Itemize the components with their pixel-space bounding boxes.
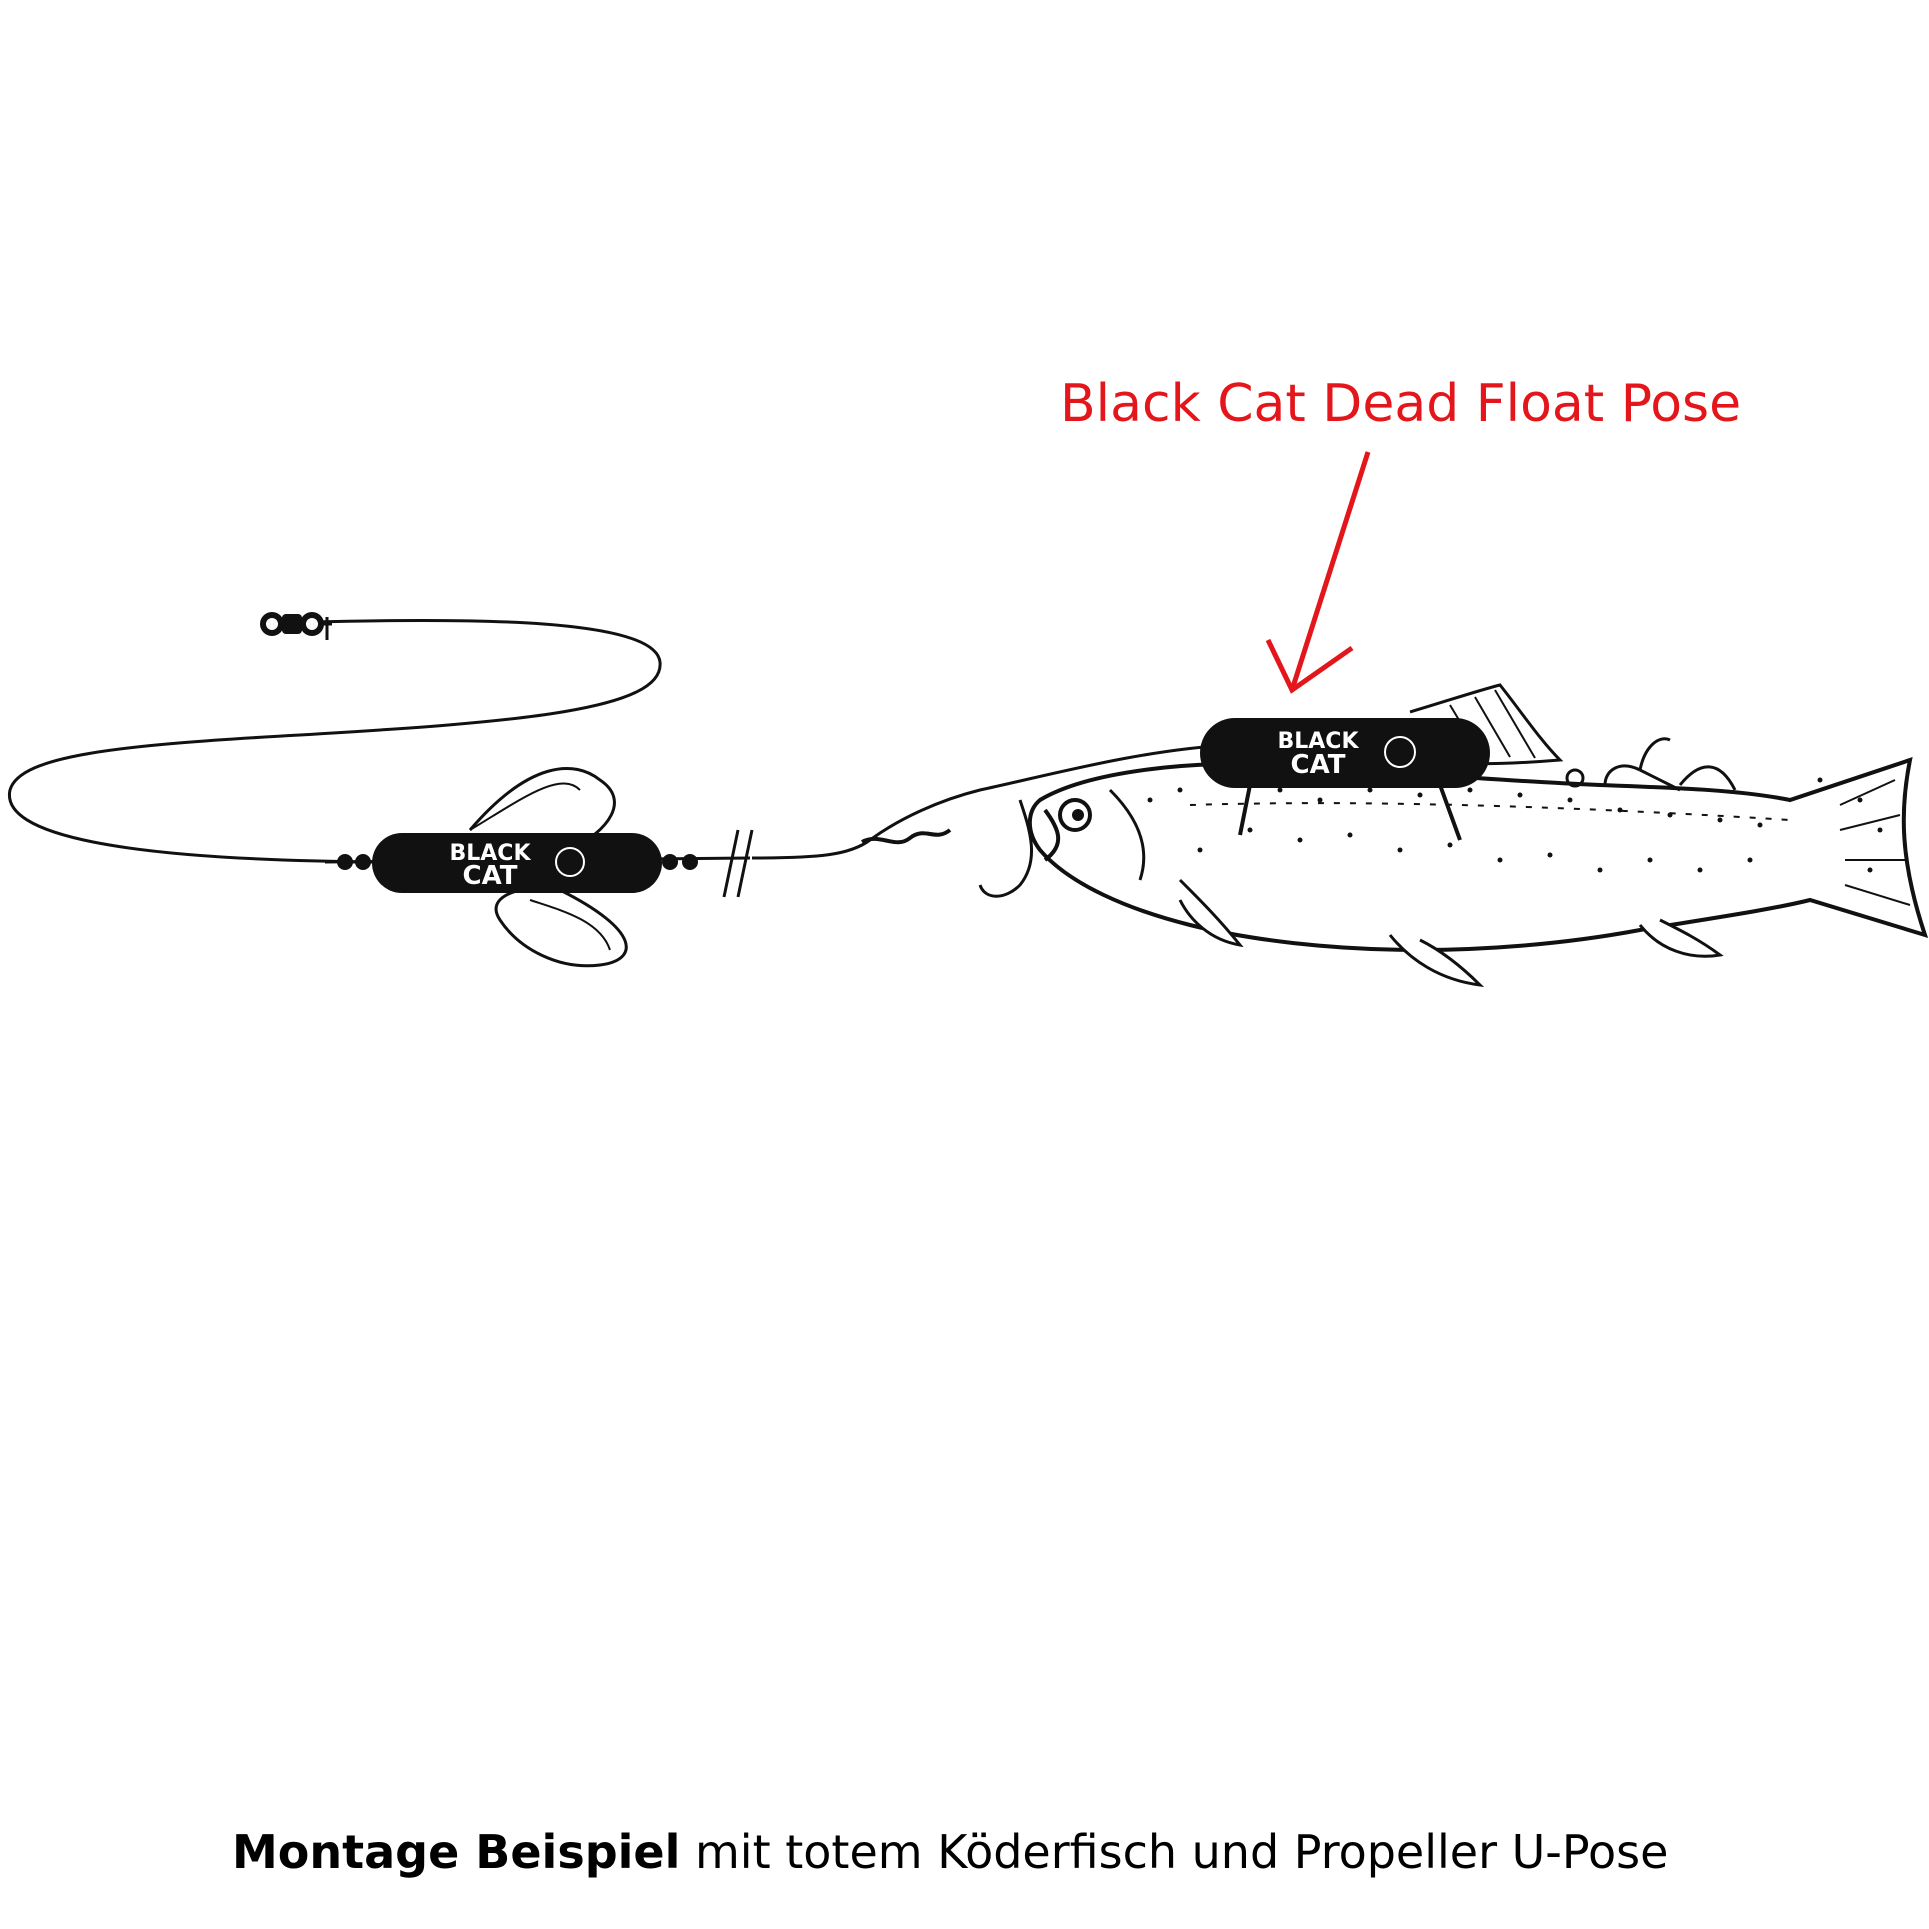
treble-hook-icon [1565,737,1681,792]
propeller-float-icon: BLACK CAT [324,767,751,968]
annotation-label: Black Cat Dead Float Pose [1060,374,1742,434]
swivel-icon [260,612,332,640]
leader-line [751,743,1231,860]
propeller-logo-line1: BLACK [449,841,531,866]
line-break-marks [722,829,754,898]
caption-bold: Montage Beispiel [232,1825,681,1879]
propeller-logo-line2: CAT [463,861,518,891]
main-line [7,618,662,864]
leader-wrap [861,828,952,845]
arrow-icon [1265,451,1371,694]
single-hook [978,799,1034,898]
dead-float-icon: BLACK CAT [1200,718,1490,841]
dead-float-logo-line2: CAT [1291,750,1346,780]
caption-rest: mit totem Köderfisch und Propeller U-Pos… [680,1825,1669,1879]
dead-float-logo-line1: BLACK [1277,729,1359,754]
caption: Montage Beispiel mit totem Köderfisch un… [232,1825,1668,1879]
